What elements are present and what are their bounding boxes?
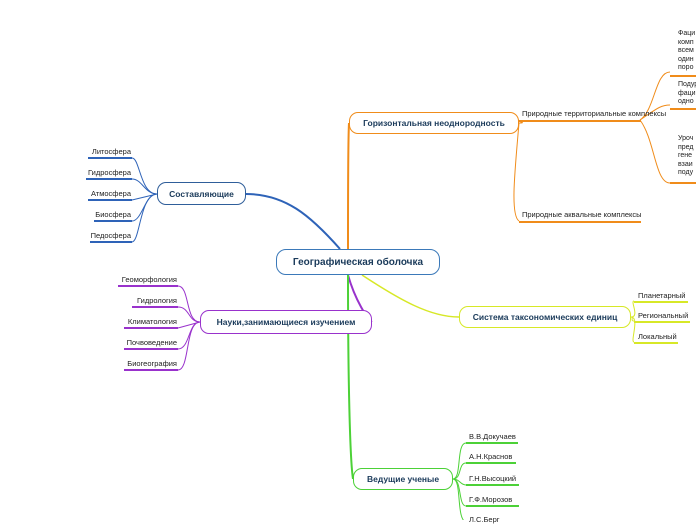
links-uchenye [452,442,467,520]
branch-uchenye[interactable]: Ведущие ученые [353,468,453,490]
underlines-sostavlyayushchie [86,157,132,243]
link-root-sostavlyayushchie [245,193,341,250]
leaf-krasnov[interactable]: А.Н.Краснов [469,452,513,461]
leaf-vysotskiy[interactable]: Г.Н.Высоцкий [469,474,517,483]
leaf-litosfera[interactable]: Литосфера [91,147,131,156]
root-node[interactable]: Географическая оболочка [276,249,440,275]
branch-sistema[interactable]: Система таксономических единиц [459,306,631,328]
leaf-pak[interactable]: Природные аквальные комплексы [522,210,642,219]
leaf-gidrologiya[interactable]: Гидрология [136,296,177,305]
underlines-sistema [634,301,690,344]
link-root-sistema [361,274,460,318]
leaf-podurochishche-text[interactable]: Подур фаци одно [678,81,696,106]
leaf-klimatologiya[interactable]: Климатология [127,317,177,326]
underlines-horizontal [519,75,696,223]
leaf-geomorfologiya[interactable]: Геоморфология [121,275,177,284]
leaf-urochishche-text[interactable]: Уроч пред гене взаи поду [678,135,694,177]
links-sostavlyayushchie [131,157,158,243]
leaf-atmosfera[interactable]: Атмосфера [90,189,131,198]
leaf-lokalnyy[interactable]: Локальный [638,332,677,341]
branch-horizontal[interactable]: Горизонтальная неоднородность [349,112,519,134]
leaf-morozov[interactable]: Г.Ф.Морозов [469,495,513,504]
underlines-uchenye [466,442,519,507]
leaf-biogeografiya[interactable]: Биогеография [127,359,177,368]
links-sistema [630,300,636,343]
leaf-regionalnyy[interactable]: Региональный [638,311,689,320]
links-nauki [177,285,201,371]
leaf-ptk[interactable]: Природные территориальные комплексы [522,109,667,118]
link-root-horizontal [347,122,350,250]
branch-nauki[interactable]: Науки,занимающиеся изучением [200,310,372,334]
leaf-pedosfera[interactable]: Педосфера [90,231,131,240]
leaf-pochvovedenie[interactable]: Почвоведение [126,338,177,347]
leaf-gidrosfera[interactable]: Гидросфера [88,168,131,177]
leaf-biosfera[interactable]: Биосфера [95,210,131,219]
leaf-fatsiya-text[interactable]: Фаци комп всем один поро [678,30,696,72]
branch-sostavlyayushchie[interactable]: Составляющие [157,182,246,205]
underlines-nauki [118,285,178,371]
leaf-dokuchaev[interactable]: В.В.Докучаев [469,432,516,441]
links-horizontal [513,71,671,222]
leaf-planetarnyy[interactable]: Планетарный [638,291,686,300]
link-root-uchenye [347,274,354,480]
